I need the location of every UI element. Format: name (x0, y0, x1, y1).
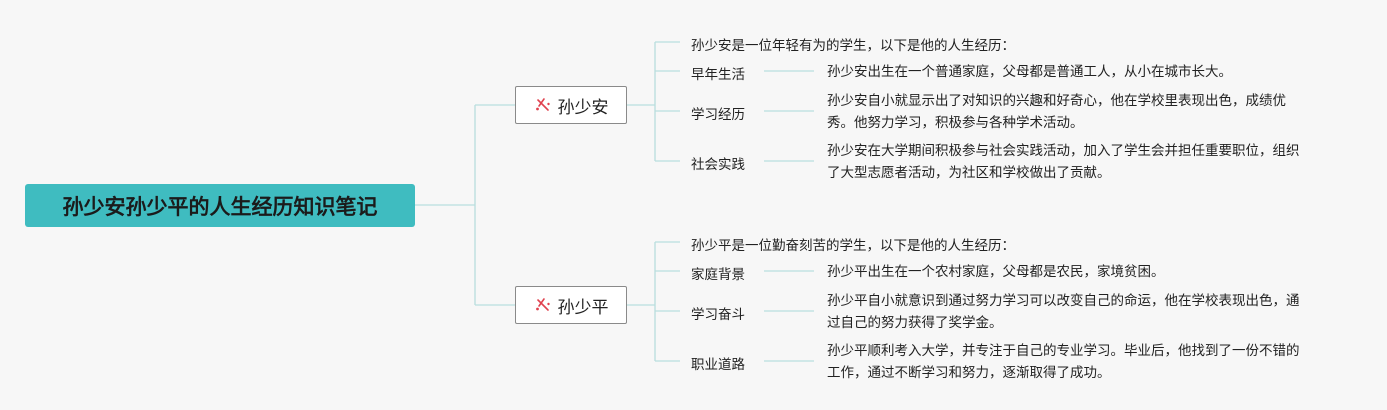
topic-label[interactable]: 家庭背景 (691, 267, 745, 283)
topic-detail: 孙少平顺利考入大学，并专注于自己的专业学习。毕业后，他找到了一份不错的 工作，通… (827, 340, 1307, 384)
topic-label[interactable]: 学习奋斗 (691, 307, 745, 323)
topic-detail: 孙少安出生在一个普通家庭，父母都是普通工人，从小在城市长大。 (827, 61, 1307, 83)
branch-label: 孙少安 (557, 97, 609, 118)
root-node[interactable]: 孙少安孙少平的人生经历知识笔记 (25, 184, 415, 227)
detail-line: 工作，通过不断学习和努力，逐渐取得了成功。 (827, 365, 1111, 381)
detail-line: 了大型志愿者活动，为社区和学校做出了贡献。 (827, 165, 1111, 181)
branch-label: 孙少平 (557, 297, 609, 318)
detail-line: 孙少安出生在一个普通家庭，父母都是普通工人，从小在城市长大。 (827, 64, 1232, 80)
detail-line: 孙少平自小就意识到通过努力学习可以改变自己的命运，他在学校表现出色，通 (827, 293, 1300, 309)
detail-line: 孙少平出生在一个农村家庭，父母都是农民，家境贫困。 (827, 264, 1165, 280)
root-title: 孙少安孙少平的人生经历知识笔记 (62, 194, 378, 219)
detail-line: 孙少安在大学期间积极参与社会实践活动，加入了学生会并担任重要职位，组织 (827, 143, 1300, 159)
branch-node-sun-shaoping[interactable]: 孙少平 (515, 286, 627, 324)
detail-line: 孙少平顺利考入大学，并专注于自己的专业学习。毕业后，他找到了一份不错的 (827, 343, 1300, 359)
detail-line: 过自己的努力获得了奖学金。 (827, 315, 1003, 331)
topic-label[interactable]: 早年生活 (691, 67, 745, 83)
topic-detail: 孙少安在大学期间积极参与社会实践活动，加入了学生会并担任重要职位，组织 了大型志… (827, 140, 1307, 184)
topic-label[interactable]: 学习经历 (691, 107, 745, 123)
topic-detail: 孙少安自小就显示出了对知识的兴趣和好奇心，他在学校里表现出色，成绩优 秀。他努力… (827, 90, 1307, 134)
detail-line: 孙少安自小就显示出了对知识的兴趣和好奇心，他在学校里表现出色，成绩优 (827, 93, 1286, 109)
topic-detail: 孙少平出生在一个农村家庭，父母都是农民，家境贫困。 (827, 261, 1307, 283)
detail-line: 秀。他努力学习，积极参与各种学术活动。 (827, 115, 1084, 131)
branch-intro: 孙少安是一位年轻有为的学生，以下是他的人生经历： (691, 38, 1015, 54)
branch-intro: 孙少平是一位勤奋刻苦的学生，以下是他的人生经历： (691, 238, 1015, 254)
topic-label[interactable]: 社会实践 (691, 157, 745, 173)
topic-label[interactable]: 职业道路 (691, 357, 745, 373)
branch-node-sun-shaoan[interactable]: 孙少安 (515, 86, 627, 124)
topic-detail: 孙少平自小就意识到通过努力学习可以改变自己的命运，他在学校表现出色，通 过自己的… (827, 290, 1307, 334)
tag-slash-icon (535, 98, 550, 111)
tag-slash-icon (535, 298, 550, 311)
